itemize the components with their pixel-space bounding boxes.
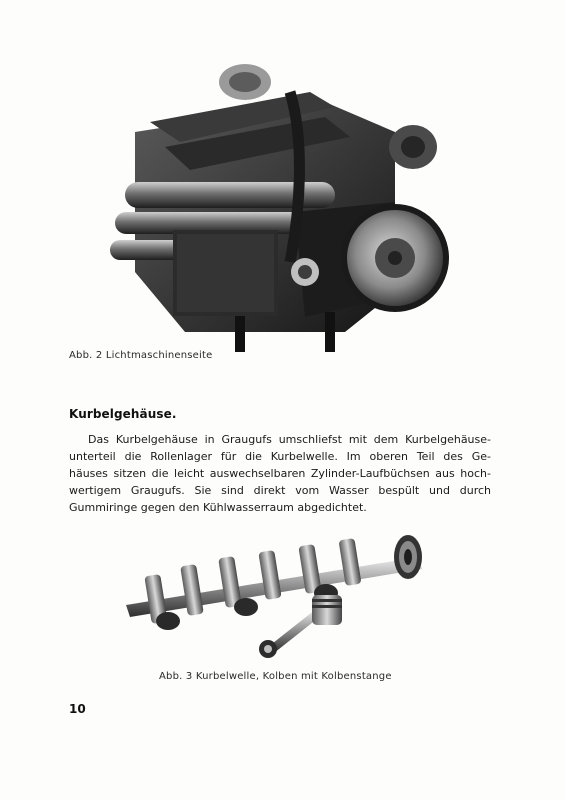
section-body: Das Kurbelgehäuse in Graugufs umschliefs…	[69, 431, 491, 516]
crankshaft-photo	[126, 535, 422, 658]
engine-photo	[110, 64, 449, 352]
section-heading: Kurbelgehäuse.	[69, 407, 177, 421]
body-line: wertigem Graugufs. Sie sind direkt vom W…	[69, 484, 491, 497]
page-number: 10	[69, 702, 86, 716]
figure-2-caption: Abb. 2 Lichtmaschinenseite	[69, 350, 213, 361]
body-line: Das Kurbelgehäuse in Graugufs umschliefs…	[88, 433, 491, 446]
body-line: Gummiringe gegen den Kühlwasserraum abge…	[69, 501, 367, 514]
figure-3-caption: Abb. 3 Kurbelwelle, Kolben mit Kolbensta…	[159, 671, 392, 682]
body-line: häuses sitzen die leicht auswechselbaren…	[69, 467, 491, 480]
body-line: unterteil die Rollenlager für die Kurbel…	[69, 450, 491, 463]
